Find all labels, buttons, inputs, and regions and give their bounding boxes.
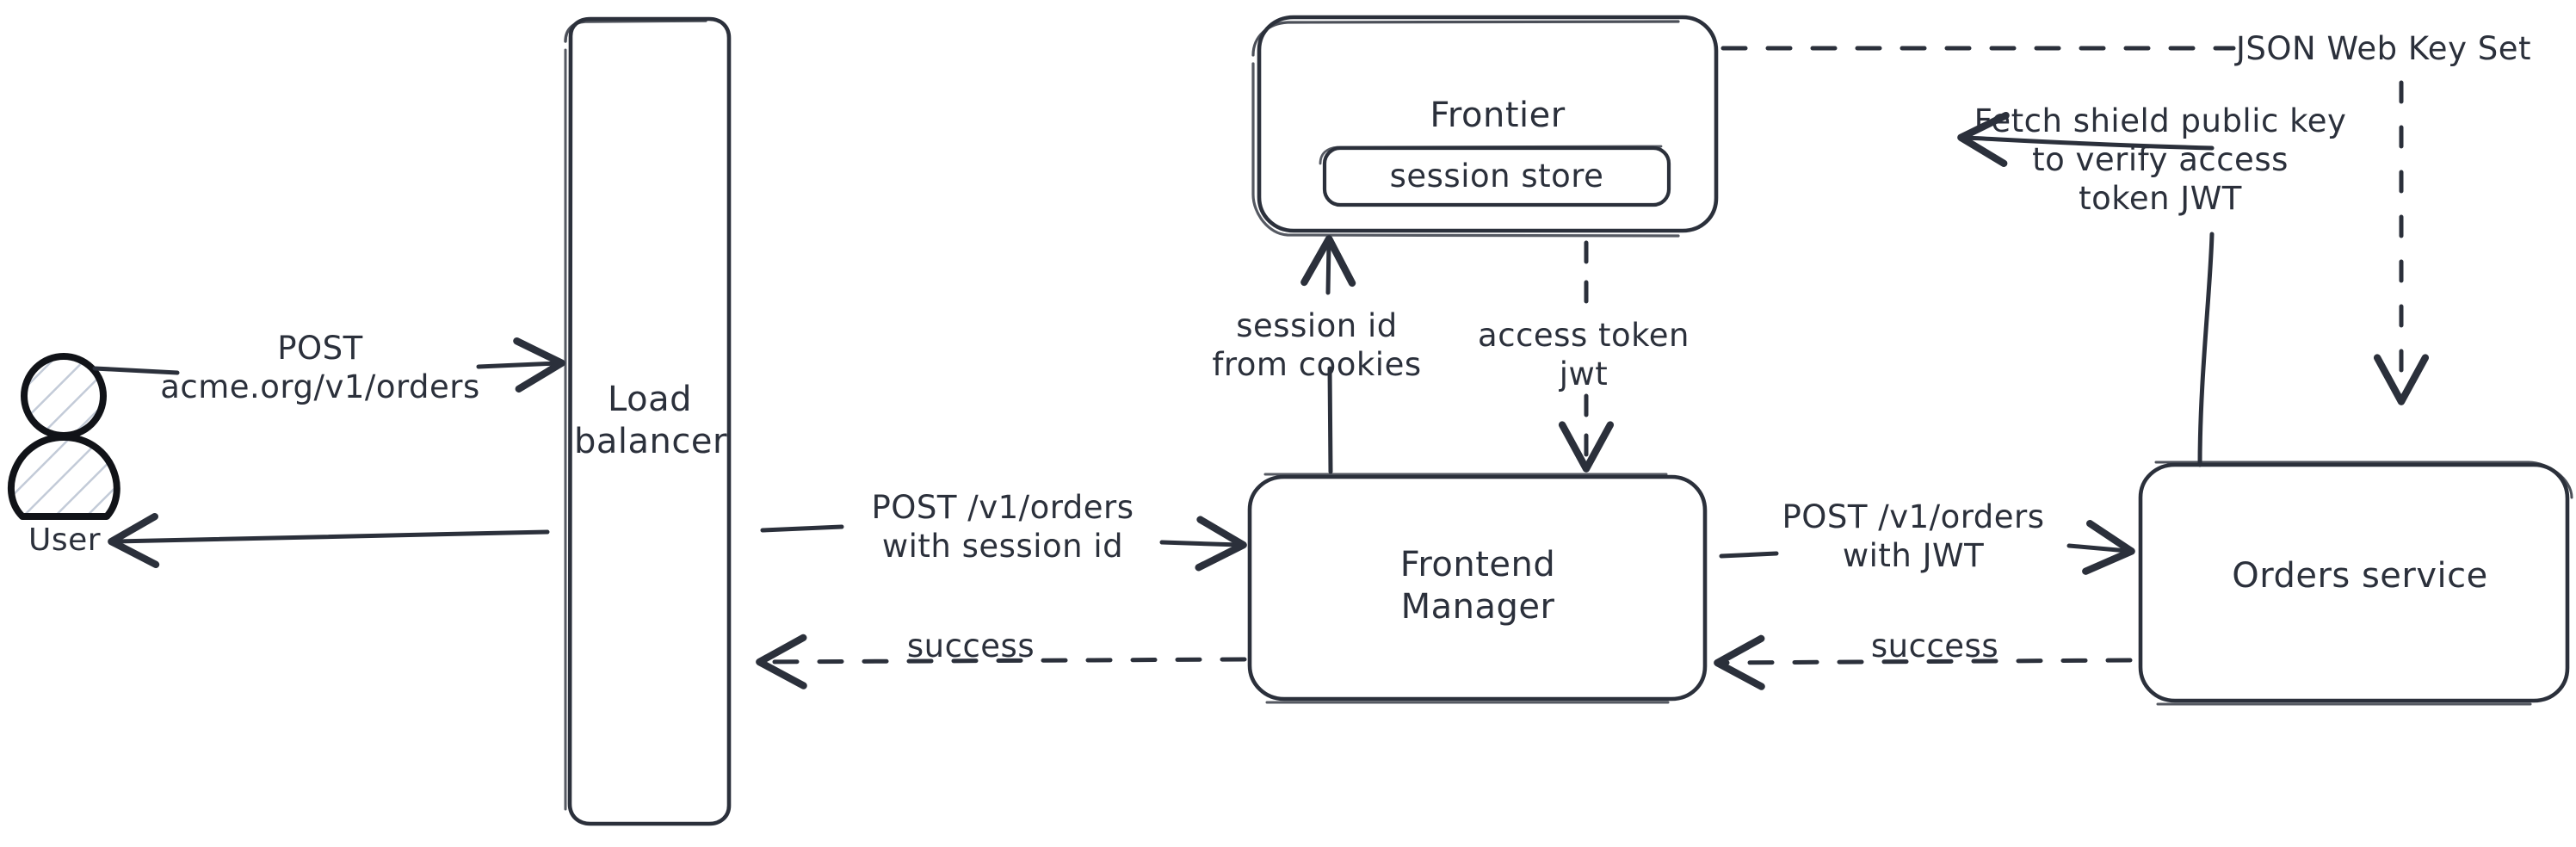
edge-label-fm-to-lb-success: success [906, 628, 1035, 665]
orders-service-label: Orders service [2232, 556, 2488, 596]
session-store-label: session store [1389, 158, 1604, 195]
edge-fm-to-lb-success [756, 634, 1247, 689]
user-label: User [28, 522, 102, 558]
frontier-label: Frontier [1430, 96, 1566, 135]
orders-service-shape[interactable] [2138, 461, 2573, 706]
frontend-manager-label: Frontend Manager [1399, 545, 1556, 627]
edge-lb-to-user [108, 512, 550, 569]
load-balancer-shape[interactable] [564, 16, 732, 826]
edge-orders-to-frontier [1957, 111, 2215, 467]
edge-label-orders-to-frontier: Fetch shield public key to verify access… [1974, 102, 2347, 218]
load-balancer-label: Load balancer [574, 380, 727, 461]
edge-lb-to-fm [760, 516, 1247, 572]
edge-fm-to-orders [1719, 519, 2135, 575]
edge-label-frontier-to-fm: access token jwt [1478, 317, 1690, 393]
edge-label-user-to-lb: POST acme.org/v1/orders [160, 330, 480, 406]
edge-orders-to-fm-success [1714, 634, 2133, 690]
edge-label-fm-to-orders: POST /v1/orders with JWT [1782, 498, 2045, 575]
edge-label-fm-to-frontier: session id from cookies [1212, 307, 1422, 384]
frontend-manager-shape[interactable] [1247, 473, 1708, 704]
edge-label-jwks: JSON Web Key Set [2236, 30, 2531, 67]
edge-label-lb-to-fm: POST /v1/orders with session id [871, 489, 1134, 566]
edge-label-orders-to-fm-success: success [1870, 628, 1999, 665]
user-actor-icon [7, 353, 120, 520]
edge-fm-to-frontier [1300, 235, 1356, 474]
edge-user-to-lb [92, 337, 565, 393]
session-store-shape[interactable] [1319, 145, 1671, 207]
